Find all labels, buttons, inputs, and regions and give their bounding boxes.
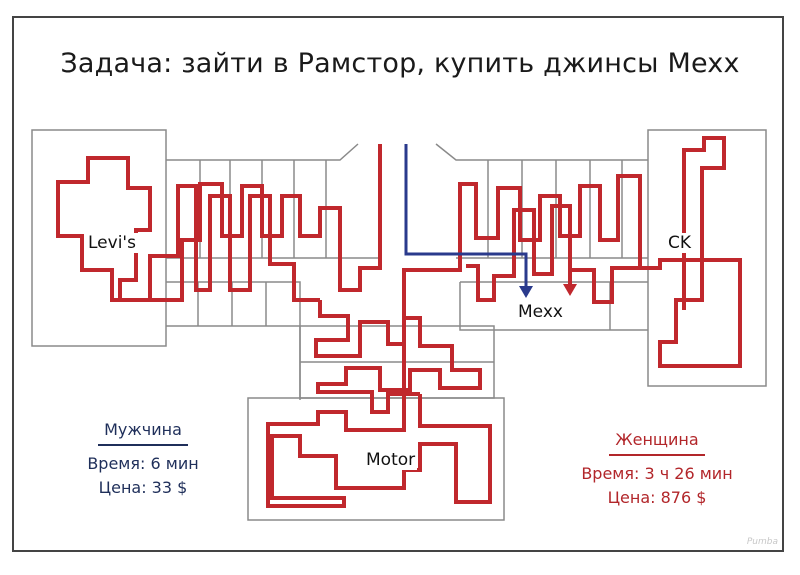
legend-man-price: Цена: 33 $	[98, 478, 188, 497]
store-label-levis: Levi's	[86, 233, 138, 253]
man-route	[404, 144, 528, 288]
man-arrowhead	[519, 286, 533, 298]
man-route-line	[404, 144, 528, 288]
levis-store-outline	[31, 129, 167, 347]
woman-route-motor-maze	[266, 394, 492, 508]
watermark: Pumba	[746, 537, 778, 547]
legend-woman-heading: Женщина	[609, 428, 705, 456]
store-label-ck: CK	[666, 233, 694, 253]
woman-route-final-approach	[466, 204, 640, 304]
corridor-lower-left	[166, 281, 301, 400]
woman-route-levis-loop	[56, 144, 382, 302]
woman-route-center-maze	[314, 300, 482, 414]
legend-woman: Женщина Время: 3 ч 26 мин Цена: 876 $	[552, 428, 762, 510]
store-label-mexx: Mexx	[516, 302, 565, 322]
woman-route-right-wing	[402, 136, 742, 402]
corridor-lower-right-bottom	[459, 282, 648, 331]
woman-arrowhead	[563, 284, 577, 296]
legend-man-heading: Мужчина	[98, 418, 188, 446]
store-label-motor: Motor	[364, 450, 418, 470]
corridor-upper-left-top	[166, 143, 359, 161]
legend-man: Мужчина Время: 6 мин Цена: 33 $	[48, 418, 238, 500]
woman-route	[56, 136, 742, 508]
page-title: Задача: зайти в Рамстор, купить джинсы M…	[60, 48, 740, 79]
legend-man-time: Время: 6 мин	[87, 454, 199, 473]
legend-woman-price: Цена: 876 $	[607, 488, 707, 507]
legend-woman-time: Время: 3 ч 26 мин	[581, 464, 733, 483]
corridor-upper-right-top	[435, 143, 648, 161]
